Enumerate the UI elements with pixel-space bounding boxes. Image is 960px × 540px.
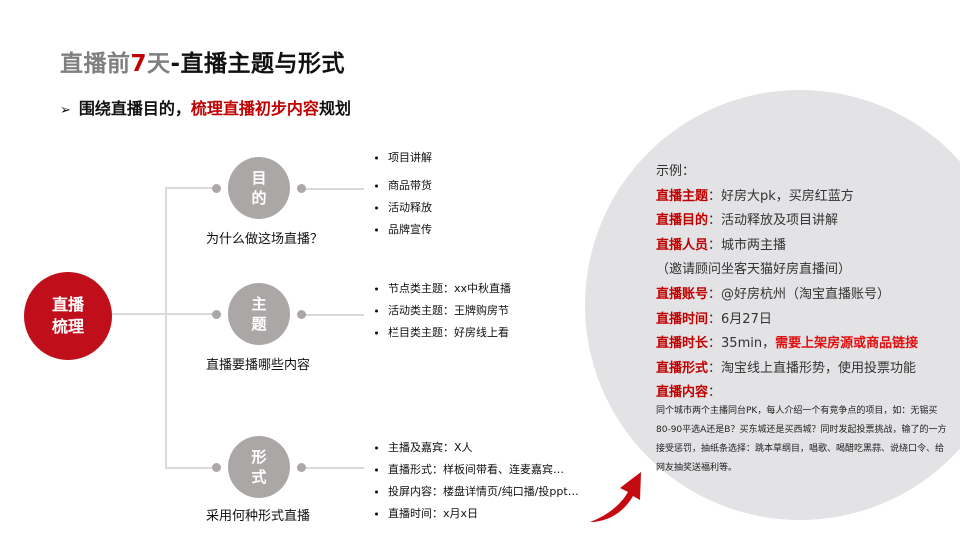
row-label: 直播主题	[656, 188, 709, 204]
branch-caption: 为什么做这场直播？	[206, 232, 324, 247]
connector-branch-1	[165, 187, 215, 189]
node-char-2: 式	[251, 468, 267, 486]
example-row-duration: 直播时长：35min，需要上架房源或商品链接	[656, 332, 956, 357]
branch-caption: 采用何种形式直播	[206, 509, 311, 524]
connector-branch-3	[165, 467, 215, 469]
title-part-black: -直播主题与形式	[170, 51, 346, 77]
title-part-gray: 直播前	[60, 51, 131, 77]
example-panel: 示例： 直播主题：好房大pk，买房红蓝方 直播目的：活动释放及项目讲解 直播人员…	[656, 160, 956, 478]
example-row-time: 直播时间：6月27日	[656, 308, 956, 333]
subtitle-part-3: 规划	[318, 99, 351, 118]
list-item: 品牌宣传	[372, 222, 432, 238]
connector-root-horizontal	[112, 313, 166, 315]
list-item: 主播及嘉宾：X人	[372, 440, 579, 456]
branch-dot-right	[297, 463, 306, 472]
branch-node-purpose: 目 的	[228, 157, 290, 219]
list-item: 节点类主题：xx中秋直播	[372, 281, 511, 297]
branch-dot-right	[297, 310, 306, 319]
row-label: 直播时长	[656, 336, 709, 352]
list-item: 直播形式：样板间带看、连麦嘉宾…	[372, 462, 579, 478]
branch-items-purpose: 项目讲解 商品带货 活动释放 品牌宣传	[372, 150, 432, 238]
row-highlight: 需要上架房源或商品链接	[775, 336, 919, 352]
example-content-text: 同个城市两个主播同台PK，每人介绍一个有竞争点的项目，如：无锡买80-90平选A…	[656, 405, 947, 473]
page-title: 直播前7天-直播主题与形式	[60, 44, 345, 78]
curved-arrow-icon	[590, 472, 641, 522]
row-sep: ：	[708, 336, 722, 352]
list-item: 栏目类主题：好房线上看	[372, 325, 511, 341]
branch-items-theme: 节点类主题：xx中秋直播 活动类主题：王牌购房节 栏目类主题：好房线上看	[372, 281, 511, 341]
row-sep: ：	[708, 360, 722, 376]
branch-dot-left	[212, 184, 221, 193]
example-row-account: 直播账号：@好房杭州（淘宝直播账号）	[656, 283, 956, 308]
root-node: 直播 梳理	[24, 272, 112, 360]
row-label: 直播形式	[656, 360, 709, 376]
subtitle: ➢ 围绕直播目的，梳理直播初步内容规划	[60, 95, 351, 119]
branch-dot-right	[297, 184, 306, 193]
branch-node-theme: 主 题	[228, 283, 290, 345]
row-sep: ：	[708, 237, 722, 253]
row-value: 6月27日	[721, 311, 772, 327]
list-item: 活动类主题：王牌购房节	[372, 303, 511, 319]
subtitle-highlight: 梳理直播初步内容	[190, 99, 319, 118]
branch-items-format: 主播及嘉宾：X人 直播形式：样板间带看、连麦嘉宾… 投屏内容：楼盘详情页/纯口播…	[372, 440, 579, 522]
connector-branch-2	[165, 313, 215, 315]
node-char-1: 目	[251, 169, 267, 187]
node-char-2: 题	[251, 315, 267, 333]
branch-caption: 直播要播哪些内容	[206, 358, 311, 373]
connector-out-3	[304, 467, 364, 469]
row-sep: ：	[708, 311, 722, 327]
row-label: 直播内容	[656, 385, 709, 401]
row-label: 直播账号	[656, 286, 709, 302]
subtitle-part-1: 围绕直播目的，	[78, 99, 191, 118]
title-part-gray-2: 天	[147, 51, 171, 77]
row-sep: ：	[708, 385, 722, 401]
root-label-line1: 直播	[51, 295, 84, 314]
row-label: 直播人员	[656, 237, 709, 253]
row-value: 活动释放及项目讲解	[721, 213, 839, 229]
example-heading: 示例：	[656, 164, 696, 179]
arrow-bullet-icon: ➢	[60, 103, 71, 118]
connector-vertical	[165, 187, 167, 469]
row-value: （邀请顾问坐客天猫好房直播间）	[656, 262, 852, 278]
connector-out-1	[304, 188, 364, 190]
example-row-purpose: 直播目的：活动释放及项目讲解	[656, 209, 956, 234]
example-row-people-note: （邀请顾问坐客天猫好房直播间）	[656, 258, 956, 283]
list-item: 活动释放	[372, 200, 432, 216]
example-row-people: 直播人员：城市两主播	[656, 234, 956, 259]
example-row-content: 直播内容：	[656, 381, 956, 406]
branch-dot-left	[212, 463, 221, 472]
node-char-2: 的	[251, 189, 267, 207]
example-row-format: 直播形式：淘宝线上直播形势，使用投票功能	[656, 357, 956, 382]
row-sep: ：	[708, 188, 722, 204]
connector-out-2	[304, 314, 364, 316]
row-sep: ：	[708, 286, 722, 302]
list-item: 直播时间：x月x日	[372, 506, 579, 522]
list-item: 项目讲解	[372, 150, 432, 166]
row-value: 淘宝线上直播形势，使用投票功能	[721, 360, 917, 376]
list-item: 投屏内容：楼盘详情页/纯口播/投ppt…	[372, 484, 579, 500]
row-sep: ：	[708, 213, 722, 229]
example-background-circle	[585, 90, 960, 520]
example-row-theme: 直播主题：好房大pk，买房红蓝方	[656, 185, 956, 210]
node-char-1: 形	[251, 448, 267, 466]
row-label: 直播时间	[656, 311, 709, 327]
root-label-line2: 梳理	[51, 317, 84, 336]
branch-dot-left	[212, 310, 221, 319]
row-value: 城市两主播	[721, 237, 787, 253]
title-part-red: 7	[130, 51, 148, 77]
row-value: 35min，	[721, 336, 776, 352]
list-item: 商品带货	[372, 178, 432, 194]
branch-node-format: 形 式	[228, 436, 290, 498]
node-char-1: 主	[251, 295, 267, 313]
row-value: @好房杭州（淘宝直播账号）	[721, 286, 891, 302]
row-label: 直播目的	[656, 213, 709, 229]
row-value: 好房大pk，买房红蓝方	[721, 188, 854, 204]
